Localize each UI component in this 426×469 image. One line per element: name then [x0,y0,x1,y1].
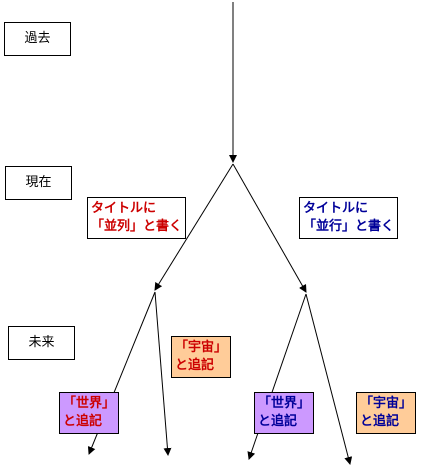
present-label: 現在 [25,175,52,190]
heikou-line2: 「並行」と書く [303,219,395,234]
right-sub-right-arrow [305,293,353,465]
uchuu-left-line2: と追記 [175,358,215,373]
sekai-left-label: 「世界」 と追記 [59,392,120,434]
past-label: 過去 [24,31,51,46]
sekai-right-line1: 「世界」 [258,396,311,411]
heiretsu-label: タイトルに 「並列」と書く [87,197,187,239]
uchuu-left-line1: 「宇宙」 [175,340,228,355]
uchuu-right-line1: 「宇宙」 [360,396,413,411]
sekai-left-line2: と追記 [63,414,103,429]
present-box: 現在 [5,166,72,200]
sekai-right-label: 「世界」 と追記 [254,392,315,434]
past-box: 過去 [4,22,71,56]
future-label: 未来 [28,335,55,350]
uchuu-right-label: 「宇宙」 と追記 [356,392,417,434]
future-box: 未来 [8,326,75,360]
heikou-label: タイトルに 「並行」と書く [299,197,399,239]
left-sub-right-arrow [154,291,172,456]
heiretsu-line1: タイトルに [91,201,157,216]
sekai-right-line2: と追記 [258,414,298,429]
uchuu-left-label: 「宇宙」 と追記 [171,336,232,378]
heiretsu-line2: 「並列」と書く [91,219,183,234]
branch-left-arrow [154,163,234,291]
branch-right-arrow [232,163,307,293]
right-sub-left-arrow [247,293,307,460]
heikou-line1: タイトルに [303,201,369,216]
sekai-left-line1: 「世界」 [63,396,116,411]
uchuu-right-line2: と追記 [360,414,400,429]
